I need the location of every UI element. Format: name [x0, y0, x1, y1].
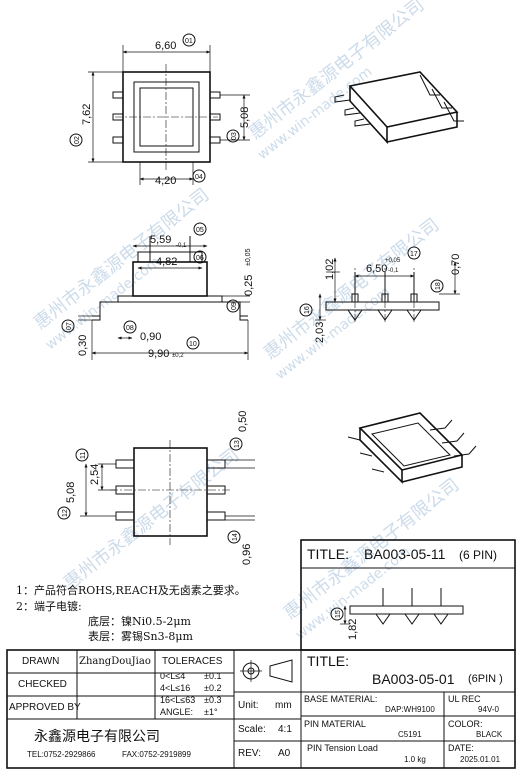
svg-text:08: 08: [126, 325, 134, 332]
svg-text:07: 07: [66, 322, 73, 330]
base-material-value: DAP:WH9100: [385, 705, 435, 714]
svg-text:9,90: 9,90: [148, 348, 169, 360]
pin-material-value: C5191: [398, 730, 422, 739]
note-4: 表层：雾锡Sn3-8μm: [88, 630, 193, 643]
svg-text:12: 12: [62, 509, 69, 517]
drawn-label: DRAWN: [22, 656, 60, 667]
title-value: BA003-05-01: [372, 671, 455, 687]
svg-text:18: 18: [435, 282, 442, 290]
svg-text:14: 14: [232, 533, 239, 541]
svg-text:5,59: 5,59: [150, 234, 171, 246]
note-2: 2：端子电镀:: [16, 600, 82, 613]
variant-title-label: TITLE:: [307, 546, 350, 562]
rev-label: REV:: [238, 748, 261, 759]
tol-value-1: ±0.2: [204, 683, 222, 693]
note-3: 底层：镍Ni0.5-2μm: [88, 615, 191, 628]
svg-text:5,08: 5,08: [239, 107, 251, 128]
unit-value: mm: [275, 700, 292, 711]
approved-label: APPROVED BY: [9, 702, 81, 713]
svg-text:03: 03: [231, 132, 238, 140]
svg-text:惠州市永鑫源电子有限公司: 惠州市永鑫源电子有限公司: [260, 214, 443, 364]
pin-tension-label: PIN Tension Load: [307, 743, 378, 753]
svg-text:15: 15: [335, 610, 342, 618]
rev-value: A0: [278, 748, 291, 759]
iso-view-bottom: [347, 412, 477, 484]
svg-text:惠州市永鑫源电子有限公司: 惠州市永鑫源电子有限公司: [30, 184, 213, 334]
company-name: 永鑫源电子有限公司: [34, 729, 160, 745]
svg-text:2,03: 2,03: [314, 322, 326, 343]
tol-value-2: ±0.3: [204, 695, 222, 705]
svg-text:+0,05: +0,05: [385, 258, 401, 264]
title-label: TITLE:: [307, 653, 350, 669]
svg-text:5,08: 5,08: [65, 482, 77, 503]
svg-text:11: 11: [80, 452, 87, 459]
ul-rec-value: 94V-0: [478, 705, 499, 714]
svg-text:1,82: 1,82: [347, 619, 359, 640]
svg-text:10: 10: [189, 341, 197, 348]
svg-text:惠州市永鑫源电子有限公司: 惠州市永鑫源电子有限公司: [245, 0, 428, 144]
svg-text:惠州市永鑫源电子有限公司: 惠州市永鑫源电子有限公司: [60, 444, 243, 594]
date-label: DATE:: [448, 743, 474, 753]
color-label: COLOR:: [448, 719, 483, 729]
svg-text:0,50: 0,50: [237, 411, 249, 432]
svg-text:6,50: 6,50: [366, 263, 387, 275]
svg-text:16: 16: [304, 306, 311, 314]
drawn-value: ZhangDouJiao: [79, 656, 151, 667]
tol-range-1: 4<L≤16: [160, 683, 191, 693]
top-view: 6,60 01 7,62 02 5,08 03 4,20 04: [69, 33, 251, 187]
side-view: 5,59 -0,1 05 4,82 06 0,25 ±0,05 09 0,30 …: [61, 222, 255, 360]
variant-pins: (6 PIN): [459, 548, 498, 562]
note-1: 1：产品符合ROHS,REACH及无卤素之要求。: [16, 584, 246, 597]
iso-view-top: [334, 71, 464, 145]
company-fax: FAX:0752-2919899: [122, 750, 191, 759]
ul-rec-label: UL REC: [448, 694, 481, 704]
checked-label: CHECKED: [18, 679, 67, 690]
svg-text:6,60: 6,60: [155, 40, 176, 52]
svg-text:0,96: 0,96: [241, 544, 253, 565]
tol-range-2: 16<L≤63: [160, 695, 196, 705]
svg-text:7,62: 7,62: [81, 104, 93, 125]
scale-label: Scale:: [238, 724, 266, 735]
pin-material-label: PIN MATERIAL: [304, 719, 366, 729]
variant-title-value: BA003-05-11: [364, 546, 446, 562]
svg-text:04: 04: [195, 174, 203, 181]
end-view: 6,50 +0,05 -0,1 17 1,02 0,70 18 2,03 16: [299, 246, 462, 343]
svg-text:0,25: 0,25: [243, 275, 255, 296]
tol-value-3: ±1°: [204, 707, 218, 717]
title-pins: (6PIN ): [468, 673, 503, 685]
base-material-label: BASE MATERIAL:: [304, 694, 378, 704]
svg-text:0,70: 0,70: [450, 254, 462, 275]
svg-text:1,02: 1,02: [324, 259, 336, 280]
svg-text:0,90: 0,90: [140, 331, 161, 343]
company-tel: TEL:0752-2929866: [27, 750, 96, 759]
date-value: 2025.01.01: [460, 755, 501, 764]
tol-range-0: 0<L≤4: [160, 671, 186, 681]
svg-text:17: 17: [410, 251, 418, 258]
color-value: BLACK: [476, 730, 503, 739]
svg-text:4,20: 4,20: [155, 175, 176, 187]
pin-tension-value: 1.0 kg: [404, 755, 426, 764]
svg-text:-0,1: -0,1: [176, 243, 187, 249]
bottom-view: 0,50 13 2,54 11 5,08 12 0,96 14: [57, 411, 255, 565]
svg-text:±0,2: ±0,2: [172, 353, 184, 359]
svg-text:2,54: 2,54: [89, 464, 101, 485]
svg-text:±0,05: ±0,05: [245, 248, 252, 266]
unit-label: Unit:: [238, 700, 259, 711]
svg-text:-0,1: -0,1: [388, 268, 399, 274]
title-block-frame: [6, 649, 516, 769]
svg-text:01: 01: [185, 38, 193, 45]
svg-text:09: 09: [231, 302, 238, 310]
scale-value: 4:1: [278, 724, 292, 735]
tol-value-0: ±0.1: [204, 671, 222, 681]
svg-text:13: 13: [234, 440, 241, 448]
svg-text:4,82: 4,82: [156, 256, 177, 268]
tol-range-3: ANGLE:: [160, 707, 194, 717]
svg-text:06: 06: [196, 255, 204, 262]
svg-text:05: 05: [196, 227, 204, 234]
svg-text:0,30: 0,30: [77, 335, 89, 356]
tolerances-label: TOLERACES: [162, 656, 223, 667]
svg-text:02: 02: [74, 136, 81, 144]
